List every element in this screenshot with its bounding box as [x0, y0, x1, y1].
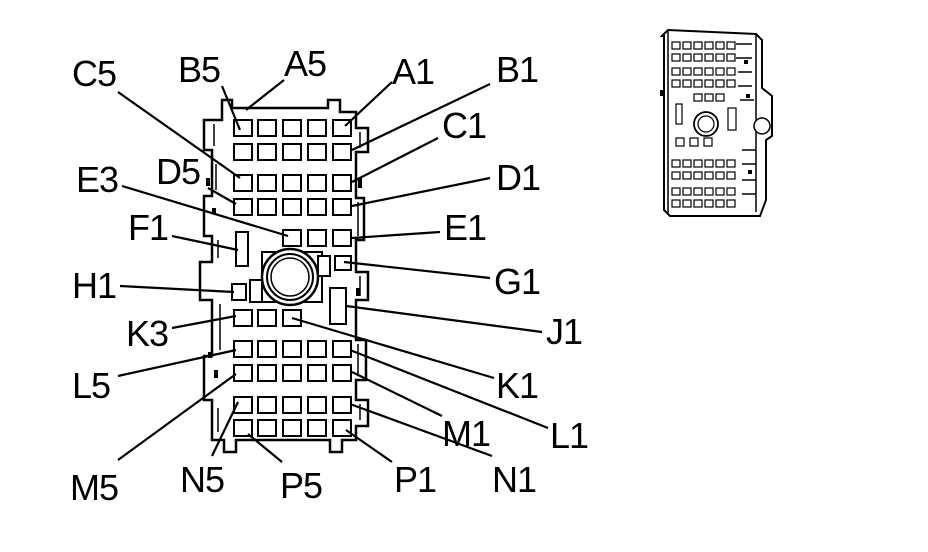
label-a5: A5 — [284, 43, 326, 84]
label-d1: D1 — [496, 157, 540, 198]
connector-perspective-icon — [659, 28, 773, 217]
label-m1: M1 — [442, 413, 490, 454]
label-a1: A1 — [392, 51, 434, 92]
pin-labels: C5 B5 A5 A1 B1 C1 D5 E3 D1 F1 E1 G1 H1 J… — [70, 43, 589, 508]
label-b5: B5 — [178, 49, 220, 90]
label-f1: F1 — [128, 207, 168, 248]
leader-lines — [117, 79, 549, 463]
label-c5: C5 — [72, 53, 116, 94]
label-p5: P5 — [280, 465, 322, 506]
label-j1: J1 — [546, 311, 582, 352]
label-l1: L1 — [550, 415, 588, 456]
label-n5: N5 — [180, 459, 224, 500]
label-e3: E3 — [76, 159, 118, 200]
connector-face-icon — [198, 98, 370, 454]
label-p1: P1 — [394, 459, 436, 500]
label-e1: E1 — [444, 207, 486, 248]
label-h1: H1 — [72, 265, 116, 306]
label-k3: K3 — [126, 313, 168, 354]
label-m5: M5 — [70, 467, 118, 508]
label-g1: G1 — [494, 261, 540, 302]
label-n1: N1 — [492, 459, 536, 500]
label-k1: K1 — [496, 365, 538, 406]
label-l5: L5 — [72, 365, 110, 406]
label-d5: D5 — [156, 151, 200, 192]
label-b1: B1 — [496, 49, 538, 90]
label-c1: C1 — [442, 105, 486, 146]
